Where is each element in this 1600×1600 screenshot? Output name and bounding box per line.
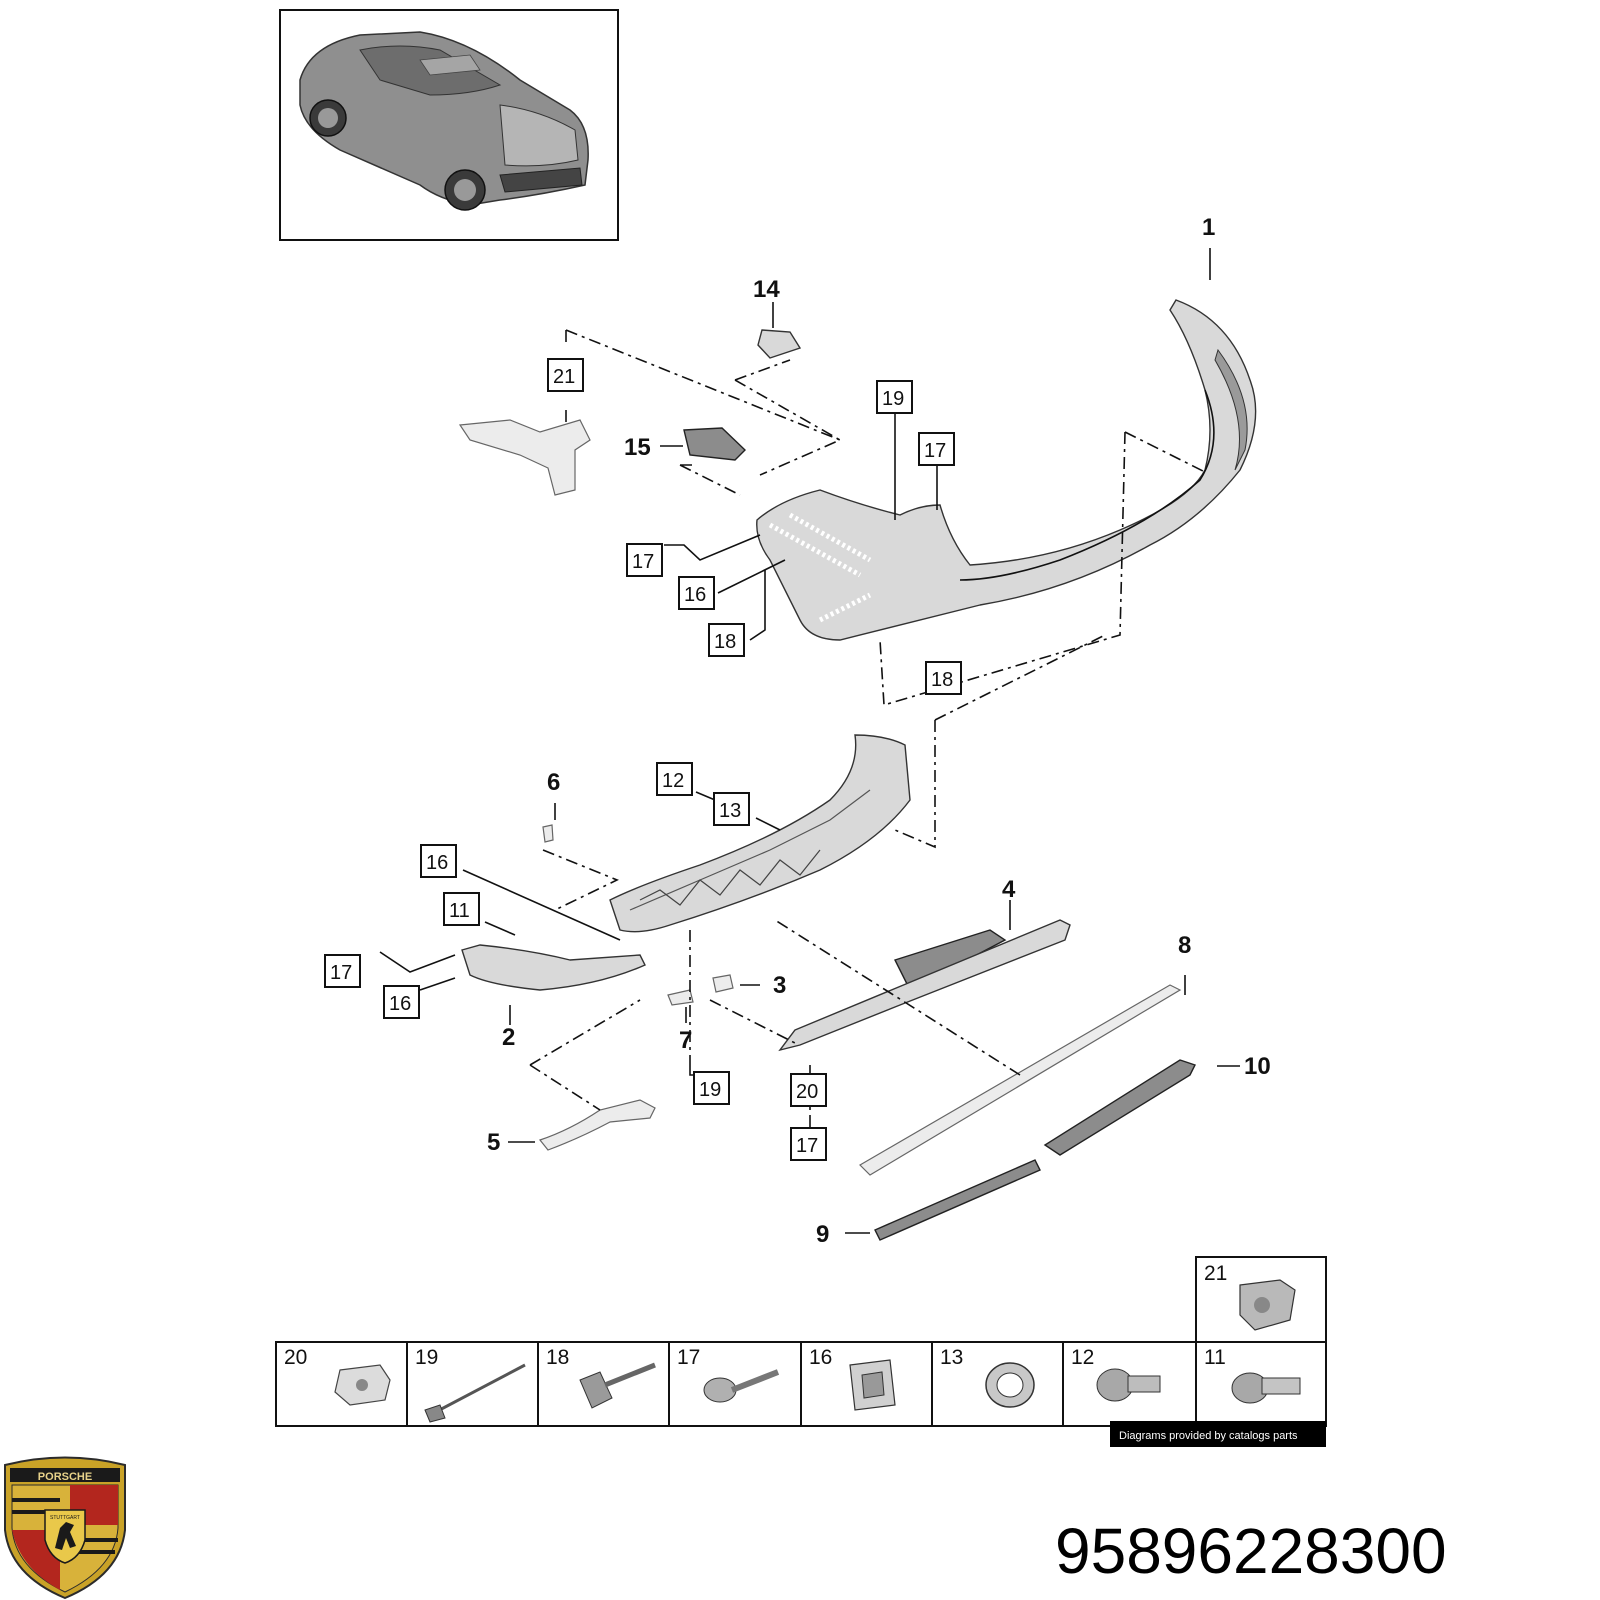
svg-text:19: 19 (882, 388, 904, 410)
bumper-cover-part (756, 299, 1257, 641)
svg-text:STUTTGART: STUTTGART (50, 1515, 80, 1521)
boxed-callout-17: 17 (324, 954, 361, 988)
boxed-callout-18: 18 (925, 661, 962, 695)
svg-text:18: 18 (714, 631, 736, 653)
svg-text:12: 12 (662, 770, 684, 792)
boxed-callout-17: 17 (790, 1127, 827, 1161)
trim-strip-9 (874, 1159, 1041, 1241)
porsche-crest-logo: PORSCHE STUTTGART (4, 1456, 126, 1600)
diffuser-grille-4 (894, 929, 1007, 991)
svg-text:19: 19 (699, 1079, 721, 1101)
svg-text:17: 17 (796, 1135, 818, 1157)
boxed-callout-18: 18 (708, 623, 745, 657)
boxed-callout-13: 13 (713, 792, 750, 826)
callout-6: 6 (547, 769, 560, 796)
legend-label-16: 16 (809, 1346, 832, 1369)
boxed-callout-17: 17 (918, 432, 955, 466)
svg-text:18: 18 (931, 669, 953, 691)
credit-text: Diagrams provided by catalogs parts (1119, 1430, 1298, 1442)
retaining-clip-icon (849, 1359, 896, 1411)
sensor-ring-icon (985, 1362, 1035, 1408)
small-part-7 (667, 989, 694, 1006)
callout-3: 3 (773, 972, 786, 999)
boxed-callout-19: 19 (693, 1071, 730, 1105)
svg-text:21: 21 (553, 366, 575, 388)
small-part-6 (542, 824, 554, 843)
callout-10: 10 (1244, 1053, 1271, 1080)
boxed-callout-12: 12 (656, 762, 693, 796)
legend-label-18: 18 (546, 1346, 569, 1369)
callout-7: 7 (679, 1027, 692, 1054)
credit-banner (1110, 1421, 1326, 1447)
vehicle-thumbnail (279, 9, 619, 241)
legend-label-20: 20 (284, 1346, 307, 1369)
svg-text:17: 17 (924, 440, 946, 462)
callout-15: 15 (624, 434, 651, 461)
svg-text:16: 16 (389, 993, 411, 1015)
trim-strip-10 (859, 984, 1196, 1176)
svg-text:PORSCHE: PORSCHE (38, 1471, 92, 1483)
trim-piece-14 (757, 329, 802, 359)
expansion-rivet-icon (579, 1362, 656, 1409)
boxed-callout-11: 11 (443, 892, 480, 926)
bracket-21 (458, 419, 591, 496)
callout-4: 4 (1002, 876, 1016, 903)
callout-2: 2 (502, 1024, 515, 1051)
callout-5: 5 (487, 1129, 500, 1156)
svg-text:16: 16 (426, 852, 448, 874)
svg-text:11: 11 (449, 900, 470, 922)
bracket-5 (538, 1099, 656, 1151)
legend-label-19: 19 (415, 1346, 438, 1369)
callout-8: 8 (1178, 932, 1191, 959)
boxed-callout-16: 16 (678, 576, 715, 610)
push-clip-icon (1239, 1279, 1296, 1331)
legend-label-11: 11 (1204, 1346, 1226, 1369)
legend-label-17: 17 (677, 1346, 700, 1369)
bold-callouts: 1 2 3 4 5 6 7 8 9 10 14 15 (487, 214, 1271, 1248)
legend-label-21: 21 (1204, 1262, 1227, 1285)
small-part-3 (712, 974, 734, 993)
legend-label-13: 13 (940, 1346, 963, 1369)
parking-sensor-holder-icon (1231, 1372, 1301, 1404)
side-trim-2 (461, 944, 646, 991)
boxed-callout-21: 21 (547, 358, 584, 392)
screw-icon (703, 1369, 780, 1403)
callout-1: 1 (1202, 214, 1215, 241)
boxed-callout-16: 16 (420, 844, 457, 878)
svg-text:17: 17 (632, 551, 654, 573)
boxed-callout-17: 17 (626, 543, 663, 577)
clip-nut-icon (334, 1364, 391, 1406)
leader-lines (379, 248, 1240, 1234)
assembly-lines (529, 329, 1206, 1130)
part-number: 95896228300 (1055, 1515, 1447, 1587)
svg-text:16: 16 (684, 584, 706, 606)
svg-text:13: 13 (719, 800, 741, 822)
trim-strip-8 (778, 919, 1071, 1052)
boxed-callout-16: 16 (383, 985, 420, 1019)
boxed-callout-20: 20 (790, 1073, 827, 1107)
lower-carrier (609, 734, 911, 933)
svg-text:20: 20 (796, 1081, 818, 1103)
parking-sensor-icon (1096, 1368, 1161, 1402)
svg-text:17: 17 (330, 962, 352, 984)
boxed-callout-19: 19 (876, 380, 913, 414)
boxed-callouts: 21 19 17 17 16 18 18 12 13 16 11 17 16 1… (324, 358, 962, 1161)
callout-14: 14 (753, 276, 780, 303)
reflector-15 (683, 427, 747, 461)
callout-9: 9 (816, 1221, 829, 1248)
fastener-legend: 20 19 18 17 16 13 12 11 21 (275, 1256, 1327, 1447)
legend-label-12: 12 (1071, 1346, 1094, 1369)
rivet-pin-icon (424, 1363, 526, 1423)
